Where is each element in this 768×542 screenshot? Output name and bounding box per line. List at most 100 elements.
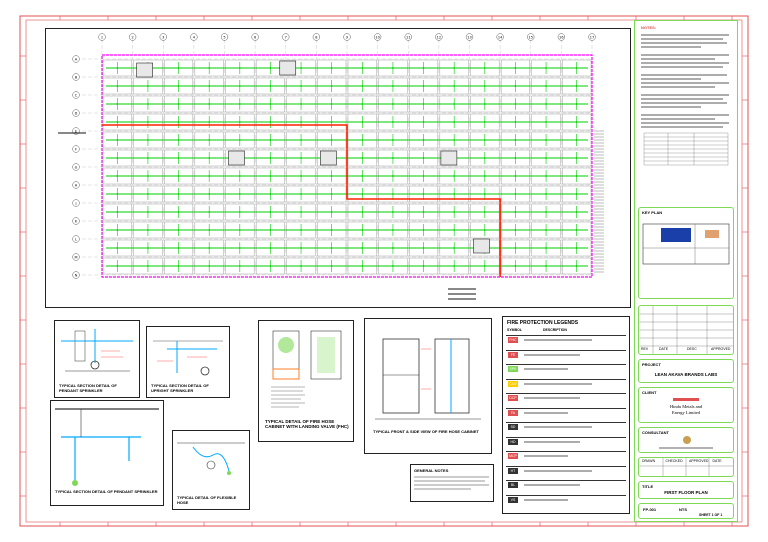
grid-label-col: 2	[132, 35, 134, 39]
sprinkler-head	[116, 175, 119, 177]
sheet-cell-label: DATE	[712, 459, 722, 463]
sprinkler-head	[147, 139, 149, 141]
sprinkler-head	[453, 247, 456, 249]
drawing-title-box: TITLE FIRST FLOOR PLAN	[638, 481, 734, 499]
sprinkler-head	[300, 139, 302, 141]
legend-row: SD	[506, 422, 626, 432]
sprinkler-head	[238, 121, 241, 123]
sprinkler-head	[177, 247, 180, 249]
notes-heading: NOTES:	[641, 25, 657, 30]
fhc-elevation-detail	[375, 338, 481, 420]
legend-row: SPK	[506, 364, 626, 374]
sprinkler-head	[269, 265, 272, 267]
legend-symbol: DCP	[508, 395, 518, 401]
sprinkler-head	[238, 85, 241, 87]
legend-description	[524, 339, 592, 341]
grid-bubble-row	[72, 145, 80, 153]
sprinkler-head	[238, 211, 241, 213]
drawing-no: FP-001	[643, 507, 657, 512]
grid-label-row: G	[75, 165, 78, 169]
grid-bubble-row	[72, 217, 80, 225]
notes-text	[641, 34, 729, 166]
grid-bubble-col	[129, 33, 137, 41]
legend-col-desc: DESCRIPTION	[543, 328, 567, 332]
legend-description	[524, 368, 568, 370]
sprinkler-head	[514, 193, 517, 195]
sprinkler-head	[208, 247, 211, 249]
detail-panel-1: TYPICAL SECTION DETAIL OF PENDANT SPRINK…	[54, 320, 140, 398]
sprinkler-head	[116, 67, 119, 69]
sprinkler-head	[177, 85, 180, 87]
sprinkler-head	[545, 229, 547, 231]
grid-bubble-col	[465, 33, 474, 41]
sprinkler-head	[116, 247, 119, 249]
sprinkler-head	[269, 229, 272, 231]
sprinkler-head	[422, 211, 425, 213]
sprinkler-head	[575, 211, 578, 213]
sprinkler-head	[514, 229, 517, 231]
sprinkler-head	[269, 67, 272, 69]
legend-symbol: BL	[508, 482, 518, 488]
sprinkler-head	[514, 139, 517, 141]
sprinkler-head	[483, 193, 486, 195]
grid-label-col: 8	[315, 35, 317, 39]
legend-description	[524, 441, 580, 442]
sprinkler-head	[147, 103, 149, 105]
legend-description	[524, 426, 592, 428]
sprinkler-head	[208, 265, 211, 267]
client-box: CLIENT Hindu Metals and Energy Limited	[638, 387, 734, 423]
legend-symbol: MCP	[508, 453, 518, 459]
sprinkler-head	[147, 247, 149, 249]
sprinkler-head	[483, 157, 486, 159]
grid-label-row: J	[74, 201, 76, 205]
sprinkler-head	[300, 229, 302, 231]
sprinkler-head	[422, 247, 425, 249]
sprinkler-head	[361, 211, 364, 213]
drawing-title: FIRST FLOOR PLAN	[664, 490, 708, 495]
sprinkler-head	[300, 157, 302, 159]
project-name: LEAN AKAVA BRANDS LABS	[654, 372, 718, 377]
grid-label-col: 7	[285, 35, 287, 39]
sprinkler-head	[545, 175, 547, 177]
sprinkler-head	[177, 139, 180, 141]
sprinkler-head	[514, 175, 517, 177]
sprinkler-head	[514, 157, 517, 159]
sprinkler-head	[116, 85, 119, 87]
sprinkler-head	[269, 121, 272, 123]
revision-header: DATE	[659, 347, 669, 351]
grid-label-col: 15	[529, 35, 533, 39]
sprinkler-head	[545, 247, 547, 249]
sprinkler-head	[545, 85, 547, 87]
sprinkler-head	[422, 157, 425, 159]
flexible-hose-detail	[177, 442, 245, 475]
detail-1-caption: TYPICAL SECTION DETAIL OF PENDANT SPRINK…	[59, 383, 117, 393]
sprinkler-head	[330, 193, 333, 195]
sprinkler-head	[483, 265, 486, 267]
plan-annotations	[58, 132, 476, 300]
sprinkler-head	[392, 265, 394, 267]
sprinkler-head	[392, 211, 394, 213]
sprinkler-head	[392, 247, 394, 249]
pipe-section-detail	[55, 408, 159, 486]
sprinkler-head	[392, 67, 394, 69]
sprinkler-head	[483, 139, 486, 141]
grid-label-col: 16	[559, 35, 563, 39]
legend-row: FHC	[506, 335, 626, 345]
notes-box: NOTES:	[638, 23, 734, 201]
legend-col-symbol: SYMBOL	[507, 328, 522, 332]
sprinkler-head	[330, 121, 333, 123]
general-notes-text	[414, 476, 489, 490]
sprinkler-head	[238, 193, 241, 195]
grid-bubble-row	[72, 271, 80, 279]
sprinkler-head	[238, 229, 241, 231]
sprinkler-head	[514, 121, 517, 123]
detail-panel-4: TYPICAL FRONT & SIDE VIEW OF FIRE HOSE C…	[364, 318, 492, 454]
sprinkler-head	[514, 247, 517, 249]
sprinkler-head	[208, 67, 211, 69]
legend-symbol: SPK	[508, 366, 518, 372]
sprinkler-head	[177, 211, 180, 213]
legend-description	[524, 412, 568, 413]
